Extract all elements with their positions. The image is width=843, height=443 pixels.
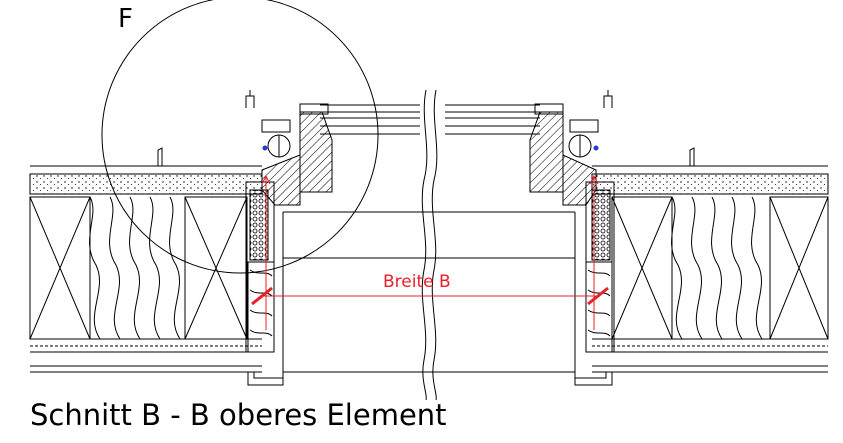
frame-left [245, 90, 333, 386]
detail-circle-f [101, 0, 379, 274]
detail-label-f: F [118, 4, 133, 34]
frame-right [529, 90, 615, 386]
opening [282, 89, 576, 401]
dimension-width [251, 174, 609, 330]
seal-left-icon [262, 145, 268, 151]
drawing-caption: Schnitt B - B oberes Element [30, 398, 447, 432]
glazing [320, 111, 540, 135]
width-dimension-label: Breite B [383, 272, 451, 292]
roof-right [591, 147, 829, 373]
seal-right-icon [593, 145, 599, 151]
roof-left [29, 147, 263, 373]
